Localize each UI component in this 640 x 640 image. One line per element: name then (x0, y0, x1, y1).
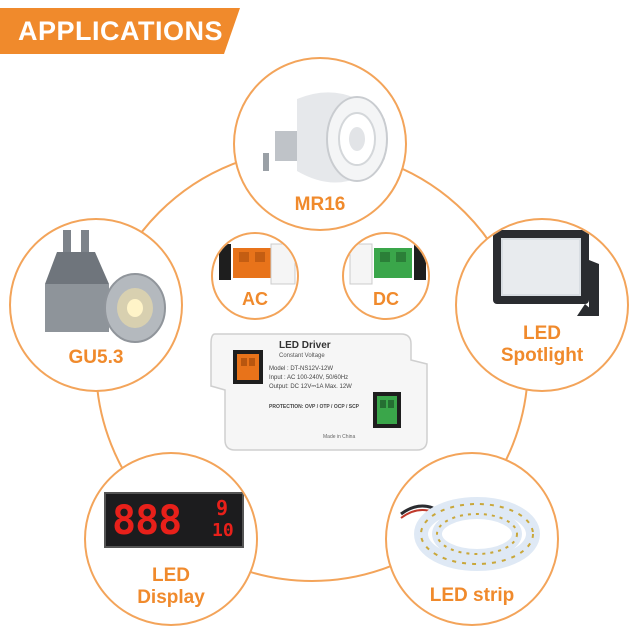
driver-subtitle: Constant Voltage (279, 353, 325, 359)
ac-terminal-circle: AC (211, 232, 299, 320)
gu53-circle: GU5.3 (9, 218, 183, 392)
driver-output: Output: DC 12V⎓1A Max. 12W (269, 384, 352, 390)
driver-title: LED Driver (279, 340, 331, 351)
driver-housing (210, 333, 428, 451)
display-main-digits: 888 (112, 498, 182, 544)
ac-label: AC (242, 289, 268, 309)
gu53-lamp-image (45, 230, 166, 343)
display-label-1: LED (152, 565, 190, 586)
dc-terminal-image (349, 243, 426, 285)
driver-made-in: Made in China (323, 434, 356, 440)
strip-circle: LED strip (385, 452, 559, 626)
banner-title: APPLICATIONS (18, 16, 224, 46)
led-driver-unit: LED Driver Constant Voltage Model : DT-N… (205, 330, 435, 454)
display-small-top: 9 (216, 496, 229, 520)
applications-banner: APPLICATIONS (0, 8, 240, 54)
led-strip-image (400, 497, 540, 571)
display-small-bottom: 10 (212, 520, 234, 541)
mr16-circle: MR16 (233, 57, 407, 231)
spotlight-circle: LED Spotlight (455, 218, 629, 392)
driver-model: Model : DT-NS12V-12W (269, 366, 334, 372)
dc-terminal-circle: DC (342, 232, 430, 320)
mr16-label: MR16 (294, 194, 346, 215)
strip-label: LED strip (429, 585, 515, 606)
spotlight-label-1: LED (523, 323, 561, 344)
display-circle: 888 9 10 LED Display (84, 452, 258, 626)
display-label-2: Display (137, 587, 205, 608)
spotlight-label-2: Spotlight (500, 345, 584, 366)
ac-terminal-image (219, 243, 296, 285)
display-panel: 888 9 10 (104, 492, 244, 548)
dc-label: DC (373, 289, 399, 309)
driver-protection: PROTECTION: OVP / OTP / OCP / SCP (269, 404, 360, 410)
driver-input: Input : AC 100-240V, 50/60Hz (269, 375, 349, 381)
gu53-label: GU5.3 (68, 347, 124, 368)
spotlight-image (493, 230, 599, 316)
mr16-bulb-image (263, 92, 388, 183)
